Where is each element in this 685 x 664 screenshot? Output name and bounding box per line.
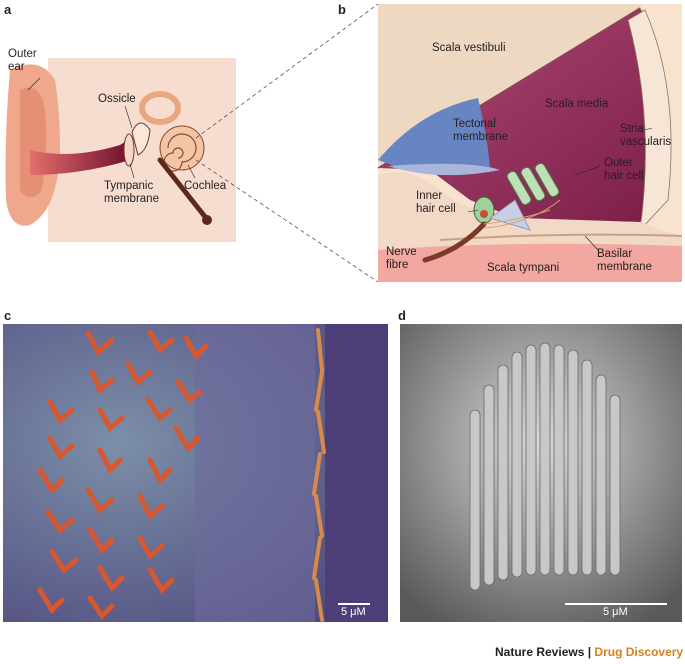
label-tympanic-membrane: Tympanic membrane — [104, 180, 159, 205]
sem-image-c — [3, 324, 388, 622]
label-cochlea: Cochlea — [184, 180, 227, 192]
footer-brand: Nature Reviews — [495, 645, 585, 659]
panel-a-letter: a — [4, 2, 12, 17]
panel-b-letter: b — [338, 2, 346, 17]
label-scala-tympani: Scala tympani — [487, 262, 560, 274]
auditory-nerve — [157, 157, 209, 221]
ear-canal — [30, 140, 130, 175]
label-scala-media: Scala media — [545, 98, 609, 110]
scale-label-c: 5 μM — [341, 606, 366, 618]
zoom-line-top — [195, 3, 379, 139]
cochlea-shape — [159, 125, 205, 171]
label-inner-hair-cell: Inner hair cell — [416, 190, 456, 215]
scala-tympani-region — [378, 243, 682, 282]
ear-diagram — [5, 58, 236, 242]
zoom-line-bottom — [195, 159, 379, 283]
nerve-fibre-shape — [422, 221, 487, 263]
scale-label-d: 5 μM — [603, 606, 628, 618]
label-scala-vestibuli: Scala vestibuli — [432, 42, 506, 54]
outer-hair-bundles — [37, 329, 209, 620]
label-outer-ear: Outer ear — [8, 48, 37, 73]
panel-c-letter: c — [4, 308, 12, 323]
label-tectorial-membrane: Tectorial membrane — [453, 118, 508, 143]
label-stria-vascularis: Stria vascularis — [620, 123, 672, 148]
panel-d-letter: d — [398, 308, 406, 323]
footer-separator: | — [584, 645, 595, 659]
journal-footer: Nature Reviews | Drug Discovery — [495, 645, 683, 659]
sem-image-d — [400, 324, 682, 622]
cochlea-cross-section — [377, 4, 683, 282]
footer-journal: Drug Discovery — [594, 645, 684, 659]
stereocilia — [469, 342, 621, 591]
tectorial-membrane-region — [378, 98, 490, 170]
inner-hair-row — [312, 328, 326, 622]
tympanic-membrane-shape — [123, 133, 135, 167]
label-ossicle: Ossicle — [98, 93, 136, 105]
ossicle-shape — [131, 122, 151, 156]
label-outer-hair-cell: Outer hair cell — [604, 157, 644, 182]
label-basilar-membrane: Basilar membrane — [597, 248, 652, 273]
label-nerve-fibre: Nerve fibre — [386, 246, 417, 271]
semicircular-canals — [139, 91, 181, 125]
outer-hair-cells — [506, 162, 560, 206]
